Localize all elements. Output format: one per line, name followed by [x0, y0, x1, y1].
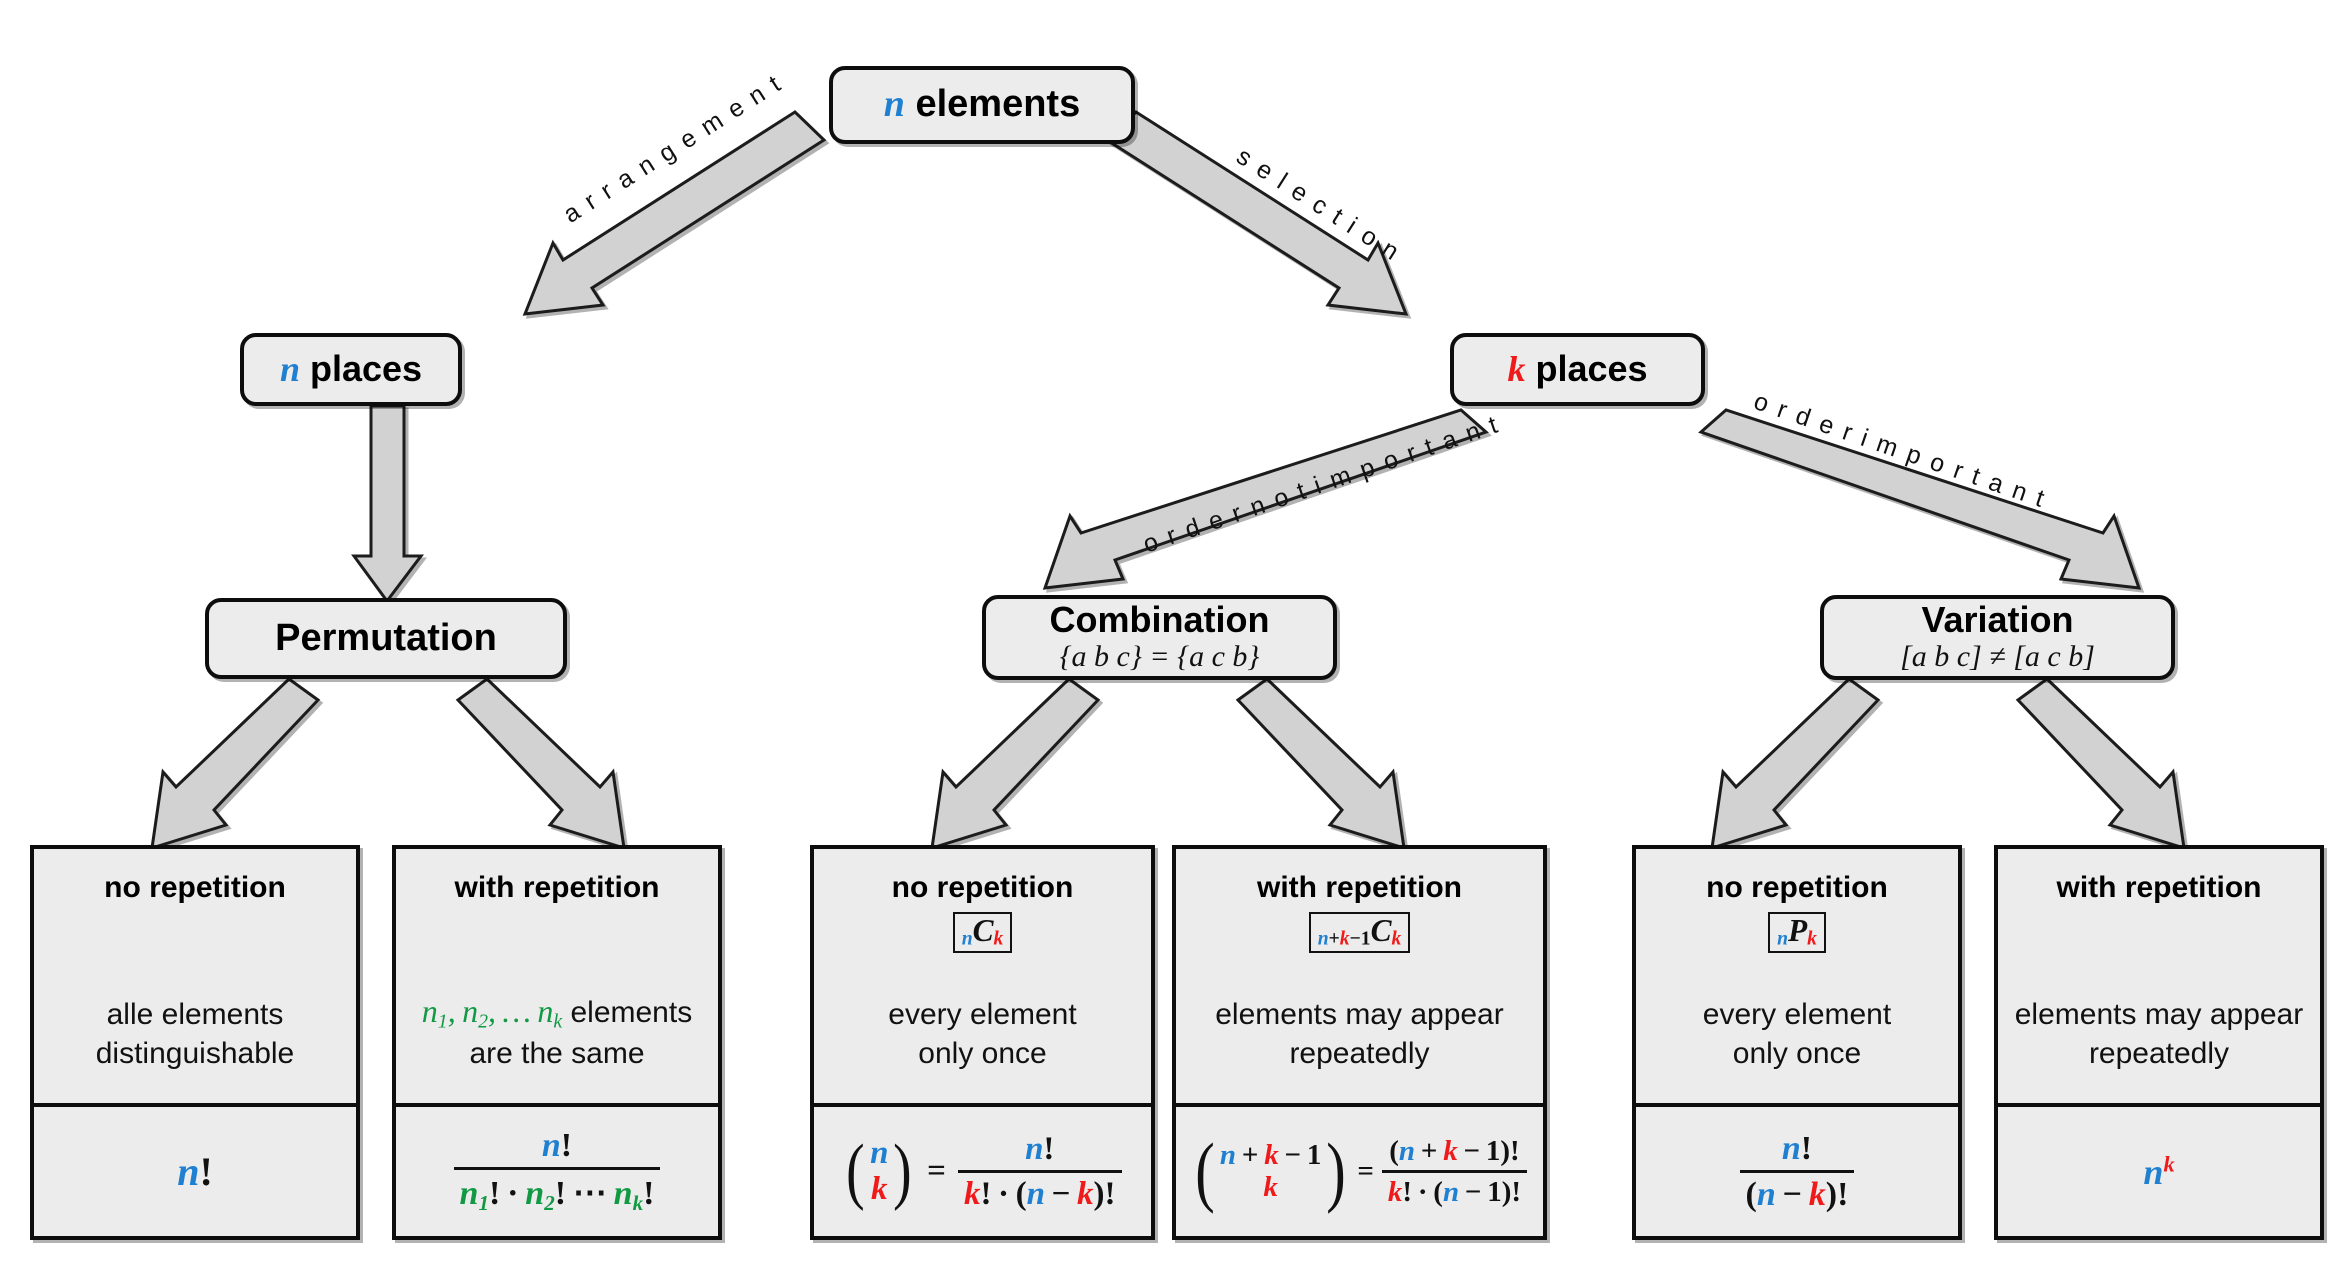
- leaf-box-permutation-with-repetition[interactable]: with repetition n1, n2, … nk elements ar…: [392, 845, 722, 1240]
- node-n-elements-label: n elements: [883, 83, 1081, 126]
- node-n-places-label: n places: [280, 350, 422, 389]
- leaf-upper: no repetition nCk every element only onc…: [814, 849, 1151, 1107]
- edge-label-order-important: o r d e r i m p o r t a n t: [1750, 387, 2050, 514]
- node-variation-title: Variation: [1921, 598, 2074, 640]
- leaf-heading: with repetition: [454, 871, 660, 904]
- leaf-upper: with repetition elements may appear repe…: [1998, 849, 2320, 1107]
- leaf-heading: with repetition: [2056, 871, 2262, 904]
- leaf-box-variation-no-repetition[interactable]: no repetition nPk every element only onc…: [1632, 845, 1962, 1240]
- edge-label-arrangement: a r r a n g e m e n t: [558, 68, 788, 229]
- var-n: n: [883, 83, 905, 126]
- node-variation-subtitle: [a b c] ≠ [a c b]: [1900, 640, 2095, 674]
- leaf-formula: n! (n − k)!: [1636, 1107, 1958, 1236]
- var-n: n: [2143, 1151, 2164, 1192]
- leaf-notation-npluskminus1Ck: n+k−1Ck: [1308, 912, 1411, 954]
- node-k-places-text: places: [1535, 348, 1648, 390]
- leaf-box-combination-no-repetition[interactable]: no repetition nCk every element only onc…: [810, 845, 1155, 1240]
- node-combination-title: Combination: [1049, 598, 1270, 640]
- edge-label-selection: s e l e c t i o n: [1231, 142, 1406, 267]
- arrow-variation-to-leaf6: [2015, 677, 2186, 851]
- leaf-heading: no repetition: [1706, 871, 1888, 904]
- leaf-heading: no repetition: [104, 871, 286, 904]
- leaf-box-permutation-no-repetition[interactable]: no repetition alle elements distinguisha…: [30, 845, 360, 1240]
- var-n: n: [279, 349, 300, 390]
- arrow-root-to-k-places: [1104, 110, 1409, 316]
- leaf-upper: no repetition nPk every element only onc…: [1636, 849, 1958, 1107]
- leaf-upper: no repetition alle elements distinguisha…: [34, 849, 356, 1107]
- var-n-subscripted: n1, n2, … nk: [421, 992, 563, 1033]
- leaf-box-variation-with-repetition[interactable]: with repetition elements may appear repe…: [1994, 845, 2324, 1240]
- edge-label-order-not-important: o r d e r n o t i m p o r t a n t: [1139, 410, 1503, 559]
- leaf-formula: nk: [1998, 1107, 2320, 1236]
- node-combination[interactable]: Combination {a b c} = {a c b}: [982, 595, 1337, 680]
- leaf-notation-nPk: nPk: [1768, 912, 1826, 954]
- node-k-places-label: k places: [1507, 350, 1647, 389]
- arrow-n-places-to-permutation: [351, 404, 425, 604]
- node-n-places-text: places: [309, 348, 423, 390]
- arrow-variation-to-leaf5: [1710, 677, 1881, 851]
- arrow-combination-to-leaf3: [930, 677, 1101, 851]
- leaf-description: elements may appear repeatedly: [2014, 998, 2304, 1070]
- leaf-formula: n!: [177, 1149, 213, 1194]
- leaf-box-combination-with-repetition[interactable]: with repetition n+k−1Ck elements may app…: [1172, 845, 1547, 1240]
- leaf-description: n1, n2, … nk elements are the same: [396, 991, 718, 1073]
- leaf-upper: with repetition n+k−1Ck elements may app…: [1176, 849, 1543, 1107]
- node-combination-subtitle: {a b c} = {a c b}: [1059, 640, 1260, 674]
- leaf-description: every element only once: [1702, 998, 1892, 1070]
- node-n-places[interactable]: n places: [240, 333, 462, 406]
- leaf-description: elements may appear repeatedly: [1215, 998, 1504, 1070]
- var-k: k: [2163, 1151, 2175, 1177]
- arrow-permutation-to-leaf1: [150, 677, 321, 851]
- leaf-heading: no repetition: [891, 871, 1074, 904]
- leaf-description: alle elements distinguishable: [95, 998, 295, 1070]
- leaf-upper: with repetition n1, n2, … nk elements ar…: [396, 849, 718, 1107]
- leaf-description: every element only once: [888, 998, 1077, 1070]
- node-permutation[interactable]: Permutation: [205, 598, 567, 679]
- node-n-elements[interactable]: n elements: [829, 66, 1135, 144]
- node-variation[interactable]: Variation [a b c] ≠ [a c b]: [1820, 595, 2175, 680]
- arrow-k-places-to-variation: [1698, 408, 2142, 590]
- arrow-permutation-to-leaf2: [455, 677, 626, 851]
- leaf-heading: with repetition: [1257, 871, 1462, 904]
- leaf-description-text: elements are the same: [469, 995, 693, 1070]
- node-n-elements-text: elements: [915, 83, 1081, 126]
- node-k-places[interactable]: k places: [1450, 333, 1705, 406]
- node-permutation-title: Permutation: [275, 616, 497, 659]
- leaf-notation-nCk: nCk: [952, 912, 1013, 954]
- var-n: n: [177, 1149, 200, 1194]
- var-k: k: [1507, 349, 1526, 390]
- leaf-formula: n! n1! · n2! ⋯ nk!: [396, 1107, 718, 1236]
- arrow-combination-to-leaf4: [1235, 677, 1406, 851]
